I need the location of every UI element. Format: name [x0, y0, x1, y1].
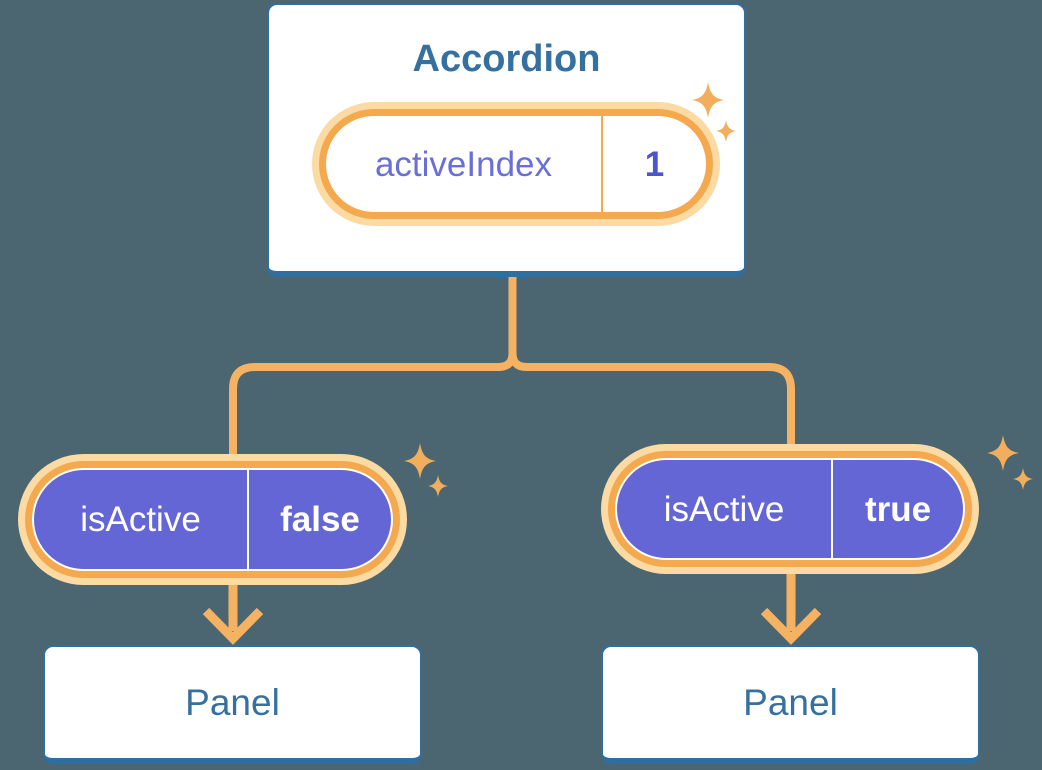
arrow-down-left [202, 580, 264, 645]
prop-pill-fill: isActive true [617, 460, 963, 558]
panel-card-right: Panel [601, 645, 980, 764]
prop-value-label: true [864, 489, 932, 529]
prop-pill-ring: isActive false [25, 461, 400, 578]
prop-pill-is-active-false: isActive false [18, 454, 407, 585]
pill-divider [247, 470, 249, 569]
accordion-title: Accordion [412, 38, 601, 80]
pill-divider [601, 116, 603, 212]
state-pill-active-index: activeIndex 1 [312, 102, 720, 226]
state-key-label: activeIndex [374, 144, 553, 184]
state-pill-ring: activeIndex 1 [319, 109, 713, 219]
panel-title: Panel [743, 681, 838, 723]
state-value-label: 1 [644, 144, 665, 184]
panel-title: Panel [185, 681, 280, 723]
prop-value-label: false [280, 500, 360, 539]
pill-divider [831, 460, 833, 558]
prop-pill-fill: isActive false [34, 470, 391, 569]
arrow-down-right [760, 570, 822, 645]
prop-key-label: isActive [80, 500, 201, 539]
branch-line-left [229, 277, 517, 465]
prop-key-label: isActive [663, 489, 785, 529]
prop-pill-is-active-true: isActive true [601, 444, 979, 574]
prop-pill-ring: isActive true [608, 451, 972, 567]
panel-card-left: Panel [43, 645, 422, 764]
branch-line-right [508, 277, 795, 460]
